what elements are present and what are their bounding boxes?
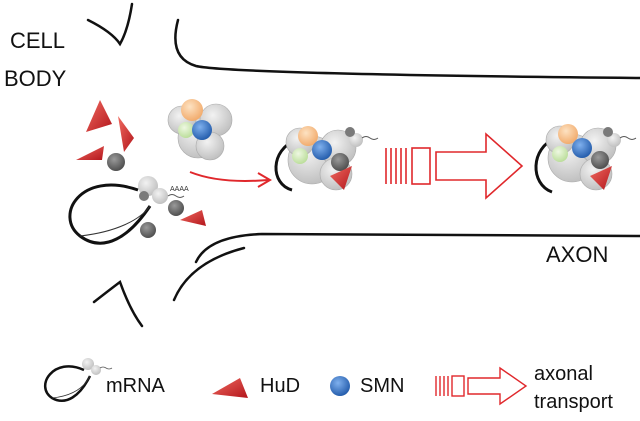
legend-smn-icon: [330, 376, 350, 396]
hud-icon: [118, 116, 134, 152]
membrane-outlines: [86, 2, 640, 328]
orange-subunit: [181, 99, 203, 121]
cap-particle: [152, 188, 168, 204]
legend-smn-label: SMN: [360, 375, 405, 397]
mrna-cell-body: AAAA: [68, 176, 189, 245]
poly-a-tail: [619, 136, 637, 140]
hud-icon: [76, 146, 104, 160]
assembly-arrow-head: [257, 172, 272, 188]
poly-a-tail: [361, 136, 379, 140]
hud-icon: [330, 166, 352, 190]
cap-particle: [139, 191, 149, 201]
legend-icons: [44, 358, 528, 406]
hud-icon: [86, 100, 112, 132]
poly-a-text: AAAA: [170, 186, 189, 193]
cell-membrane-bottom-left: [92, 279, 144, 328]
dark-particle: [107, 153, 125, 171]
cell-membrane-top-notch: [86, 2, 134, 47]
cap-particle: [349, 133, 363, 147]
cap-particle: [138, 176, 158, 196]
cell-membrane-lower-inner: [172, 246, 246, 302]
hud-icon: [180, 210, 206, 226]
mrna-loop: [68, 183, 152, 245]
mrna-thin-strand: [79, 205, 151, 237]
orange-subunit: [558, 124, 578, 144]
transport-arrow-shape: [435, 132, 524, 200]
cap-particle: [603, 127, 613, 137]
free-hud-proteins: [76, 100, 206, 226]
axonal-transport-arrow: [385, 132, 524, 200]
cap-particle: [607, 133, 621, 147]
mrnp-complex-2: [534, 124, 637, 194]
green-subunit: [552, 146, 568, 162]
assembly-arrow-line: [189, 171, 269, 182]
smn-icon: [192, 120, 212, 140]
cap-particle: [345, 127, 355, 137]
mrnp-complex-1: [274, 126, 379, 192]
dark-particle: [331, 153, 349, 171]
axon-membrane-upper: [174, 18, 640, 80]
cell-body-label-line2: BODY: [4, 66, 67, 91]
dark-particle: [168, 200, 184, 216]
axon-label: AXON: [546, 242, 609, 267]
legend-transport-label-line1: axonal: [534, 363, 593, 385]
cell-body-label-line1: CELL: [10, 28, 66, 53]
green-subunit: [292, 148, 308, 164]
smn-complex-cell-body: [167, 99, 233, 161]
assembly-arrow: [189, 171, 272, 188]
orange-subunit: [298, 126, 318, 146]
legend-transport-label-line2: transport: [534, 391, 613, 413]
legend-mrna-label: mRNA: [106, 375, 165, 397]
smn-icon: [572, 138, 592, 158]
legend-mrna-icon: [44, 358, 113, 402]
legend-hud-label: HuD: [260, 375, 301, 397]
transport-box: [411, 147, 431, 185]
dark-particle: [591, 151, 609, 169]
smn-icon: [312, 140, 332, 160]
dark-particle: [140, 222, 156, 238]
legend-hud-icon: [212, 378, 248, 398]
green-subunit: [178, 122, 194, 138]
hud-icon: [590, 166, 612, 190]
poly-a-tail: [167, 194, 185, 198]
legend-transport-icon: [435, 366, 528, 406]
free-particles: [107, 153, 184, 238]
axon-membrane-lower: [194, 232, 640, 264]
